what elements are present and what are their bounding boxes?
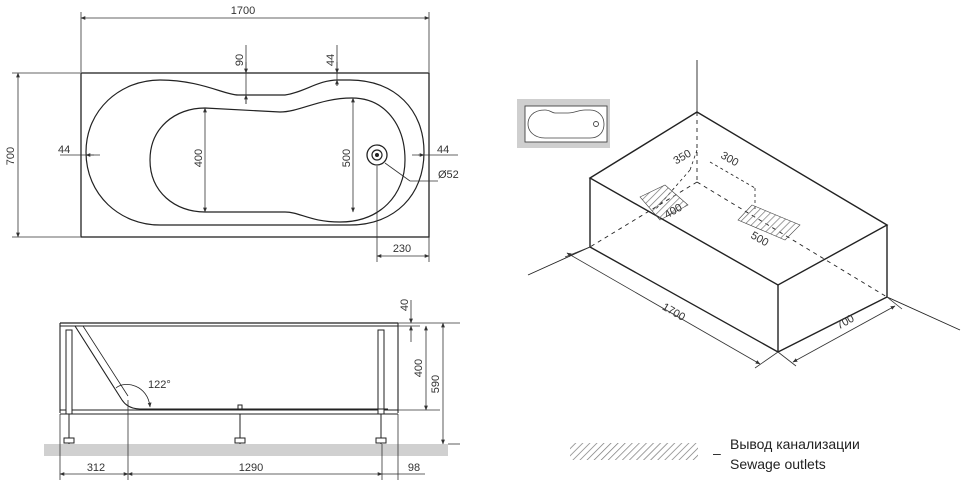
iso-box-top bbox=[588, 111, 889, 286]
dim-inner-right: 500 bbox=[341, 149, 353, 167]
basin-inner bbox=[149, 97, 406, 223]
dim-length-top: 1700 bbox=[231, 5, 255, 17]
outlet-1 bbox=[639, 184, 689, 221]
dim-rim-top: 90 bbox=[234, 54, 246, 66]
side-view-labels: 40 400 590 122° 312 1290 98 bbox=[87, 299, 442, 474]
leg-center bbox=[234, 414, 246, 444]
dim-right-offset: 98 bbox=[408, 462, 420, 474]
dim-rim-top-right: 44 bbox=[325, 54, 337, 66]
dim-rim-right: 44 bbox=[437, 144, 449, 156]
top-view-dimensions bbox=[12, 12, 458, 262]
iso-view-dimensions bbox=[564, 246, 903, 369]
drain-inner bbox=[371, 149, 383, 161]
dim-rim-left: 44 bbox=[58, 144, 70, 156]
legend-hatch-swatch bbox=[570, 443, 698, 460]
legend: – Вывод канализации Sewage outlets bbox=[570, 436, 860, 472]
dim-angle: 122° bbox=[148, 379, 171, 391]
outlet-2 bbox=[737, 204, 801, 241]
drain-outer bbox=[366, 144, 388, 166]
iso-view-labels: 1700 700 350 300 400 500 bbox=[660, 148, 857, 333]
dim-bottom-length: 1290 bbox=[239, 462, 263, 474]
side-view bbox=[44, 322, 448, 456]
iso-dim-outlet2-offset: 300 bbox=[719, 150, 741, 170]
dim-width-top: 700 bbox=[5, 147, 17, 165]
sewage-outlets bbox=[639, 184, 801, 241]
iso-dim-length: 1700 bbox=[660, 301, 687, 324]
dim-rim-height: 40 bbox=[399, 299, 411, 311]
floor bbox=[44, 444, 448, 456]
iso-dim-outlet1-offset: 350 bbox=[672, 148, 694, 168]
top-view-labels: 1700 700 44 44 90 44 400 500 Ø52 230 bbox=[5, 5, 459, 255]
dim-drain-diameter: Ø52 bbox=[438, 169, 459, 181]
dim-inner-left: 400 bbox=[193, 149, 205, 167]
drain-stub bbox=[237, 404, 243, 411]
legend-label-ru: Вывод канализации bbox=[730, 436, 860, 452]
angle-arc bbox=[115, 384, 152, 408]
basin-outer bbox=[85, 79, 425, 226]
thumbnail-bath bbox=[517, 99, 610, 148]
leg-right bbox=[375, 329, 387, 444]
dim-total-height: 590 bbox=[430, 375, 442, 393]
side-view-dimensions bbox=[59, 300, 460, 480]
dim-left-offset: 312 bbox=[87, 462, 105, 474]
drain-center bbox=[375, 153, 379, 157]
dim-depth: 400 bbox=[413, 359, 425, 377]
basin-profile bbox=[74, 325, 388, 410]
dim-drain-offset: 230 bbox=[393, 243, 411, 255]
legend-dash: – bbox=[713, 445, 721, 461]
legend-label-en: Sewage outlets bbox=[730, 456, 826, 472]
leg-left bbox=[63, 329, 75, 444]
